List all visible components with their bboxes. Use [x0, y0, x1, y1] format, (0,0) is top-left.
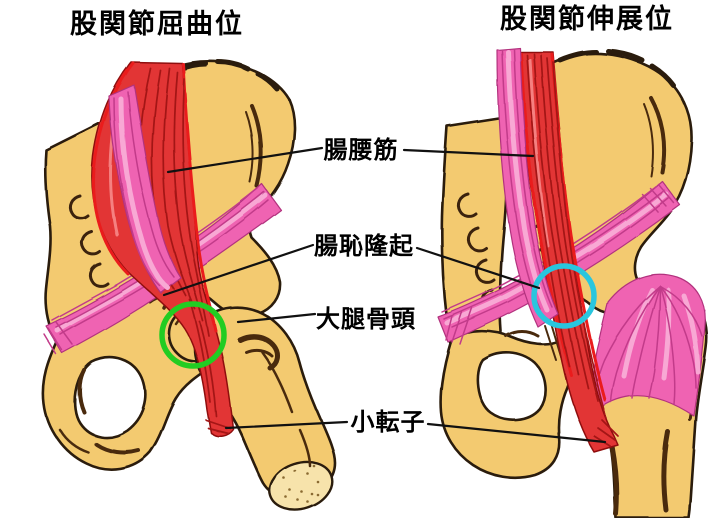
leader-line-femoral-head-left: [236, 312, 317, 324]
label-femoral-head: 大腿骨頭: [316, 306, 416, 333]
flexion-panel-drawing: [42, 59, 337, 512]
annotation-layer: 股関節屈曲位 股関節伸展位 腸腰筋 腸恥隆起 大腿骨頭 小転子: [70, 3, 674, 444]
extension-panel-drawing: [437, 47, 709, 518]
pink-muscle-band-vertical-flexion: [108, 84, 182, 294]
cut-end-stipple: [282, 464, 320, 504]
label-iliopubic-eminence: 腸恥隆起: [314, 232, 414, 260]
obturator-foramen-extension: [476, 351, 547, 422]
obturator-foramen: [73, 356, 147, 439]
leader-line-iliopubic-left: [162, 243, 315, 297]
leader-line-iliopsoas-right: [402, 148, 535, 158]
leader-line-lesser-trochanter-right: [426, 422, 607, 444]
panel-title-flexion: 股関節屈曲位: [70, 8, 244, 39]
fan-muscle-pink-extension: [592, 273, 706, 417]
panel-title-extension: 股関節伸展位: [500, 3, 674, 34]
iliopubic-eminence-highlight-circle: [531, 263, 597, 329]
leader-line-iliopubic-right: [415, 246, 541, 290]
label-lesser-trochanter: 小転子: [351, 409, 426, 436]
leader-line-iliopsoas-left: [166, 146, 324, 174]
label-iliopsoas: 腸腰筋: [324, 136, 399, 164]
leader-line-lesser-trochanter-left: [224, 420, 349, 430]
femoral-head-highlight-circle: [159, 301, 227, 369]
